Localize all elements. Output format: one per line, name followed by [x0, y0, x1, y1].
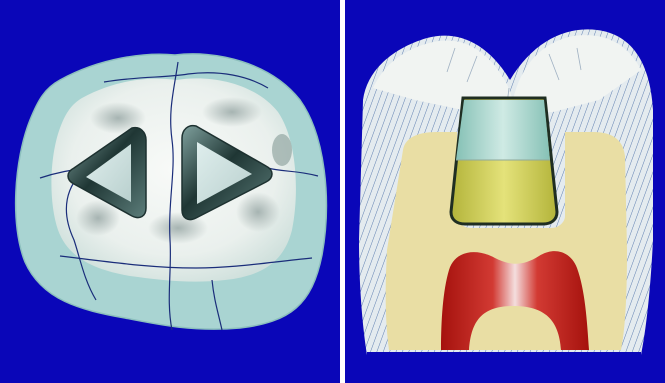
cusp-shadow — [272, 134, 292, 166]
section-base — [367, 352, 641, 356]
cross-section-panel — [345, 0, 665, 383]
cusp-shadow — [202, 97, 262, 127]
cusp-shadow — [236, 192, 280, 232]
cross-section-illustration — [345, 0, 665, 383]
occlusal-view-illustration — [0, 0, 340, 383]
restoration — [451, 98, 557, 224]
occlusal-view-panel — [0, 0, 340, 383]
